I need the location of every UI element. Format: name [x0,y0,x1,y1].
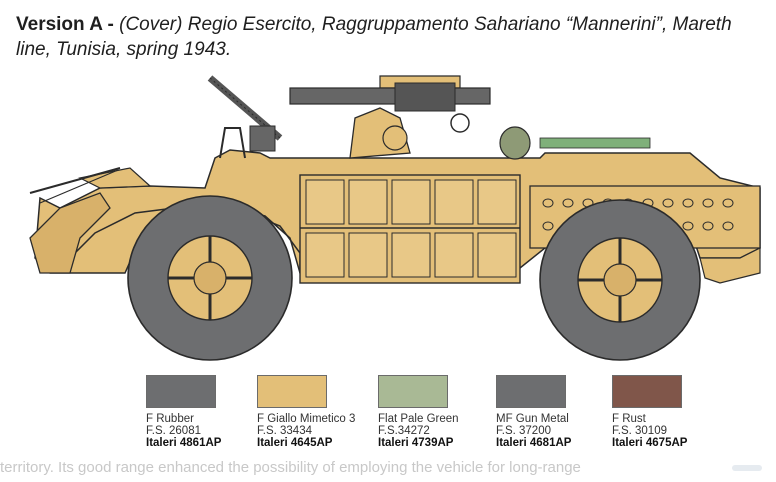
version-label: Version A - [16,14,120,35]
paint-fs-code: F.S.34272 [378,425,430,437]
paint-italeri-code: Italeri 4681AP [496,437,572,449]
paint-fs-code: F.S. 26081 [146,425,201,437]
paint-fs-code: F.S. 30109 [612,425,667,437]
paint-name: Flat Pale Green [378,413,459,425]
color-swatch [612,375,682,408]
swatch-flat-pale-green: Flat Pale Green F.S.34272 Italeri 4739AP [378,375,498,449]
paint-name: F Rubber [146,413,194,425]
cut-off-body-text: territory. Its good range enhanced the p… [0,459,581,476]
paint-fs-code: F.S. 37200 [496,425,551,437]
paint-fs-code: F.S. 33434 [257,425,312,437]
swatch-rust: F Rust F.S. 30109 Italeri 4675AP [612,375,732,449]
front-wheel [127,195,293,361]
paint-name: F Rust [612,413,646,425]
paint-italeri-code: Italeri 4739AP [378,437,454,449]
heavy-gun [289,87,491,105]
swatch-giallo-mimetico: F Giallo Mimetico 3 F.S. 33434 Italeri 4… [257,375,377,449]
faded-icon [732,465,762,471]
paint-name: F Giallo Mimetico 3 [257,413,356,425]
vehicle-illustration [29,75,761,361]
version-caption: Version A - (Cover) Regio Esercito, Ragg… [16,12,766,62]
color-swatch [496,375,566,408]
paint-italeri-code: Italeri 4645AP [257,437,333,449]
swatch-gun-metal: MF Gun Metal F.S. 37200 Italeri 4681AP [496,375,616,449]
swatch-rubber: F Rubber F.S. 26081 Italeri 4861AP [146,375,266,449]
color-swatch [378,375,448,408]
version-description: (Cover) Regio Esercito, Raggruppamento S… [16,14,732,60]
color-swatch [146,375,216,408]
rear-wheel [539,199,701,361]
color-swatch [257,375,327,408]
paint-name: MF Gun Metal [496,413,569,425]
paint-italeri-code: Italeri 4675AP [612,437,688,449]
paint-italeri-code: Italeri 4861AP [146,437,222,449]
